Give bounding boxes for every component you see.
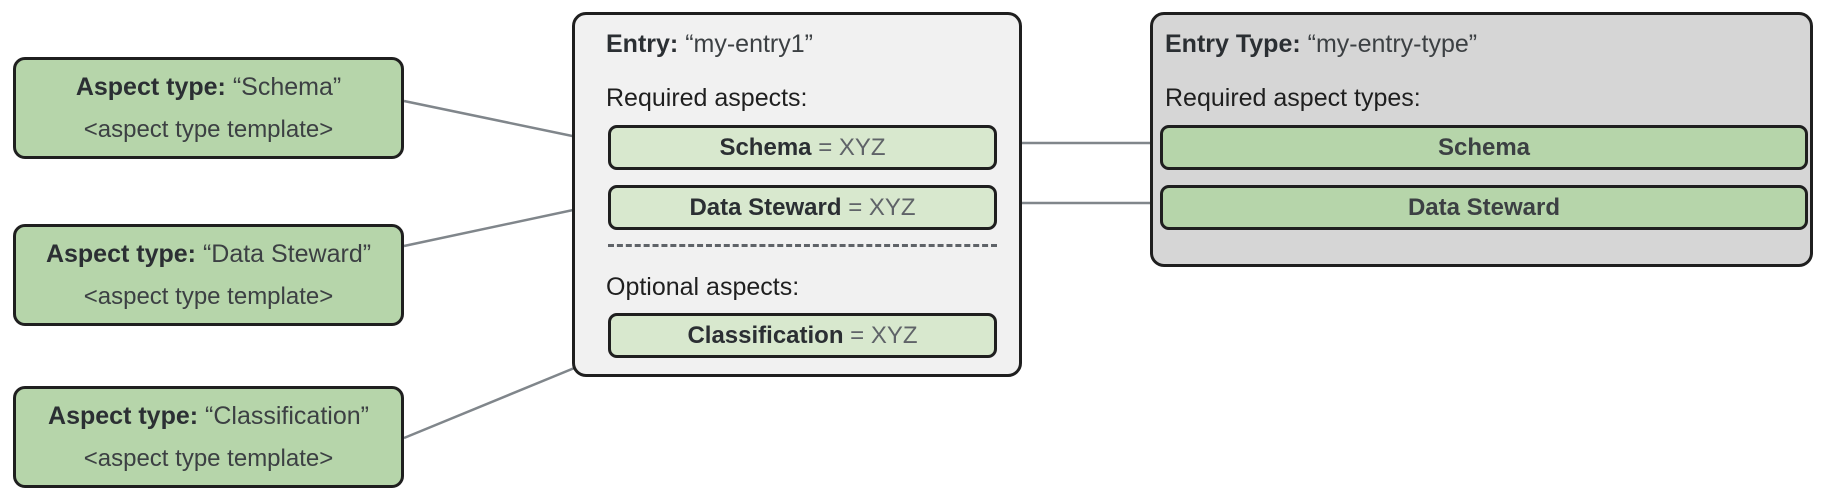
- entry-type-aspect-data-steward[interactable]: Data Steward: [1160, 185, 1808, 230]
- entry-type-title: Entry Type: “my-entry-type”: [1165, 30, 1477, 59]
- aspect-type-card-label: Aspect type:: [48, 401, 199, 430]
- entry-aspect-schema[interactable]: Schema = XYZ: [608, 125, 997, 170]
- aspect-type-card-title: Aspect type: “Schema”: [76, 73, 341, 102]
- aspect-type-card-template: <aspect type template>: [83, 115, 334, 143]
- entry-type-label: Entry Type:: [1165, 30, 1301, 58]
- entry-aspect-text: Data Steward = XYZ: [689, 194, 915, 222]
- entry-type-aspect-schema[interactable]: Schema: [1160, 125, 1808, 170]
- entry-name: “my-entry1”: [685, 30, 813, 58]
- aspect-type-card-label: Aspect type:: [75, 72, 226, 101]
- aspect-type-card-title: Aspect type: “Classification”: [48, 402, 369, 431]
- aspect-type-card-title: Aspect type: “Data Steward”: [46, 240, 371, 269]
- entry-aspect-value: = XYZ: [848, 193, 916, 221]
- entry-type-aspect-name: Data Steward: [1407, 193, 1561, 221]
- entry-aspect-data-steward[interactable]: Data Steward = XYZ: [608, 185, 997, 230]
- required-aspects-label: Required aspects:: [606, 84, 808, 112]
- aspect-type-card-schema[interactable]: Aspect type: “Schema” <aspect type templ…: [13, 57, 404, 159]
- entry-type-panel[interactable]: Entry Type: “my-entry-type” Required asp…: [1150, 12, 1813, 267]
- aspects-dashed-divider: [608, 244, 997, 247]
- entry-panel[interactable]: Entry: “my-entry1” Required aspects: Sch…: [572, 12, 1022, 377]
- optional-aspects-label: Optional aspects:: [606, 273, 800, 301]
- entry-aspect-classification[interactable]: Classification = XYZ: [608, 313, 997, 358]
- aspect-type-card-name: “Data Steward”: [202, 239, 372, 268]
- aspect-type-card-classification[interactable]: Aspect type: “Classification” <aspect ty…: [13, 386, 404, 488]
- aspect-type-card-template: <aspect type template>: [83, 444, 334, 472]
- entry-aspect-value: = XYZ: [850, 321, 918, 349]
- entry-aspect-text: Schema = XYZ: [719, 134, 885, 162]
- aspect-type-card-name: “Classification”: [205, 401, 369, 430]
- entry-title: Entry: “my-entry1”: [606, 30, 813, 59]
- aspect-type-card-name: “Schema”: [232, 72, 342, 101]
- entry-aspect-value: = XYZ: [818, 133, 886, 161]
- aspect-type-card-data-steward[interactable]: Aspect type: “Data Steward” <aspect type…: [13, 224, 404, 326]
- entry-label: Entry:: [606, 30, 679, 58]
- entry-aspect-text: Classification = XYZ: [687, 322, 917, 350]
- entry-aspect-name: Classification: [687, 321, 844, 349]
- entry-aspect-name: Schema: [719, 133, 812, 161]
- entry-type-name: “my-entry-type”: [1307, 30, 1478, 58]
- entry-type-aspect-name: Schema: [1437, 133, 1531, 161]
- required-aspect-types-label: Required aspect types:: [1165, 84, 1421, 112]
- entry-aspect-name: Data Steward: [689, 193, 842, 221]
- aspect-type-card-label: Aspect type:: [45, 239, 196, 268]
- aspect-type-card-template: <aspect type template>: [83, 282, 334, 310]
